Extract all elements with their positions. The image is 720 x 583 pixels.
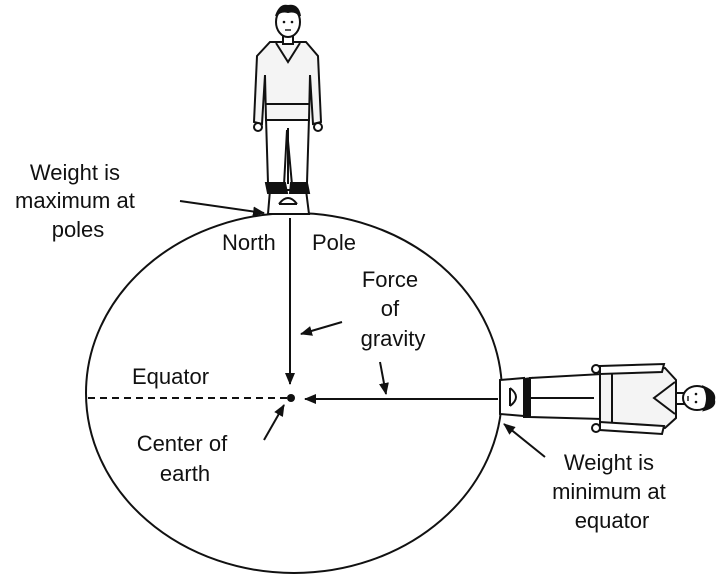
force-pointer-horizontal xyxy=(379,361,389,395)
center-pointer xyxy=(263,404,285,441)
man-at-pole-icon xyxy=(252,4,323,215)
pole-label: Pole xyxy=(312,230,356,255)
weight-max-label: Weight is maximum at poles xyxy=(15,160,141,242)
earth-center-dot xyxy=(287,394,295,402)
min-weight-pointer xyxy=(503,423,546,458)
center-of-earth-label: Center of earth xyxy=(137,431,234,486)
force-pointer-vertical xyxy=(300,321,343,336)
max-weight-pointer xyxy=(179,200,265,217)
equator-label: Equator xyxy=(132,364,209,389)
man-at-equator-icon xyxy=(499,362,716,436)
weight-min-label: Weight is minimum at equator xyxy=(552,450,672,533)
north-label: North xyxy=(222,230,276,255)
earth-ellipse xyxy=(85,212,503,574)
force-of-gravity-label: Force of gravity xyxy=(361,267,426,351)
